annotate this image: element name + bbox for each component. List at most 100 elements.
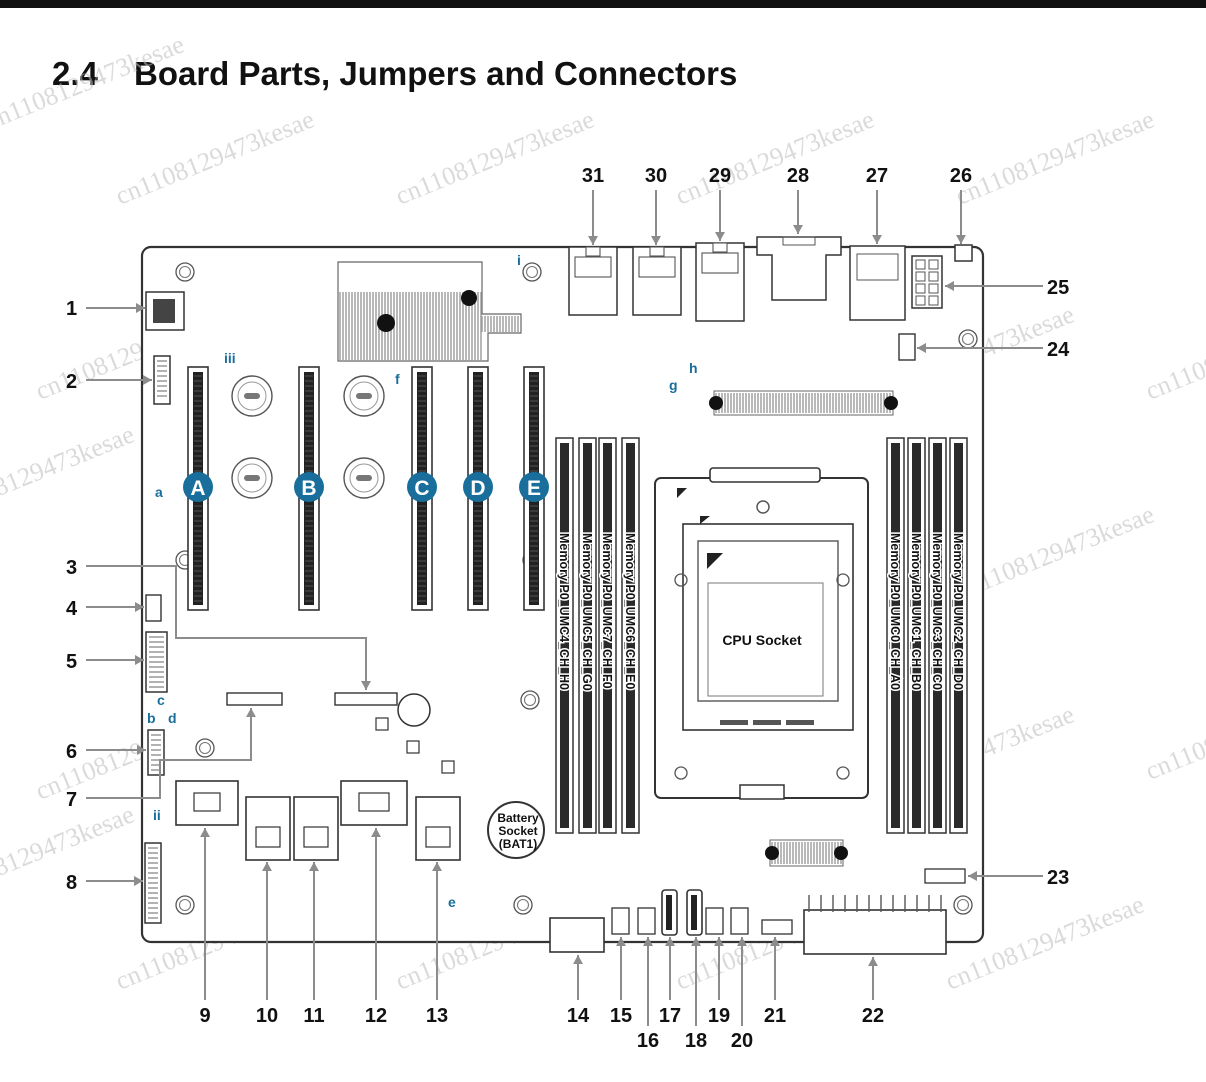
cpu-socket-label: CPU Socket (722, 632, 802, 648)
callout-leader-25-arrow (945, 281, 954, 291)
fan-header (611, 907, 630, 935)
callout-1: 1 (66, 298, 77, 320)
atx-24pin-power (803, 909, 947, 955)
jumper-label-b: b (147, 710, 156, 726)
memory-slot-right-text-1: Memory P0_UMC1_CH_B0 (909, 533, 923, 690)
power-pin (915, 283, 926, 294)
mounting-hole (522, 262, 542, 282)
m2-connector (226, 692, 283, 706)
callout-leader-23-arrow (968, 871, 977, 881)
callout-leader-10-arrow (262, 862, 272, 871)
m2-connector (334, 692, 398, 706)
callout-3: 3 (66, 557, 77, 579)
watermark-text: cn1108129473kesae (671, 105, 878, 211)
callout-leader-3 (86, 565, 367, 690)
cpu-socket-inner (697, 540, 839, 702)
memory-slot-right-1: Memory P0_UMC1_CH_B0 (909, 533, 923, 690)
rj45-port (568, 246, 618, 316)
callout-18: 18 (685, 1030, 707, 1052)
callout-28: 28 (787, 165, 809, 187)
dimm-slot-core (912, 443, 921, 828)
dimm-slot-core (603, 443, 612, 828)
slot-badge (294, 472, 324, 502)
callout-leader-31-arrow (588, 236, 598, 245)
mounting-hole (513, 895, 533, 915)
mounting-hole-inner (178, 265, 192, 279)
header-1-core (153, 299, 175, 323)
heatsink-screw (377, 314, 395, 332)
callout-30: 30 (645, 165, 667, 187)
standoff-slot (356, 393, 372, 399)
oculink-port (303, 826, 329, 848)
section-title: Board Parts, Jumpers and Connectors (134, 55, 738, 92)
rj45-clip (712, 242, 728, 253)
mounting-hole (175, 895, 195, 915)
slot-badge (407, 472, 437, 502)
callout-leader-27-arrow (872, 235, 882, 244)
slot-badge (463, 472, 493, 502)
fan-header (637, 907, 656, 935)
id-button (954, 244, 973, 262)
callout-19: 19 (708, 1005, 730, 1027)
dimm-slot-core (891, 443, 900, 828)
slimsas-connector (175, 780, 239, 826)
power-pin (928, 271, 939, 282)
callout-leader-22-arrow (868, 957, 878, 966)
memory-slot-right-2: Memory P0_UMC3_CH_C0 (930, 533, 944, 690)
watermark-text: cn1108129473kesae (1141, 680, 1206, 786)
power-pin (928, 283, 939, 294)
callout-leader-16-arrow (643, 937, 653, 946)
cpu-screw (756, 500, 770, 514)
memory-slot-right-text-0: Memory P0_UMC0_CH_A0 (888, 533, 902, 690)
fan-header (730, 907, 749, 935)
callout-leader-8-arrow (134, 876, 143, 886)
rj45-jack (638, 256, 676, 278)
oculink-connector (415, 796, 461, 861)
watermark-text: cn1108129473kesae (951, 105, 1158, 211)
callout-10: 10 (256, 1005, 278, 1027)
jumper-label-iii: iii (224, 350, 236, 366)
jumper-label-i: i (517, 252, 521, 268)
battery-label-1: Socket (498, 824, 537, 838)
mounting-hole (953, 895, 973, 915)
memory-slot-right-text-3: Memory P0_UMC2_CH_D0 (951, 533, 965, 690)
dimm-slot-core (954, 443, 963, 828)
rj45-jack (574, 256, 612, 278)
callout-2: 2 (66, 371, 77, 393)
memory-slot-left-text-2: Memory P0_UMC7_CH_F0 (600, 533, 614, 689)
battery-socket (487, 801, 545, 859)
rj45-port (695, 242, 745, 322)
dimm-slot-core (560, 443, 569, 828)
memory-slot-right-text-2: Memory P0_UMC3_CH_C0 (930, 533, 944, 690)
callout-12: 12 (365, 1005, 387, 1027)
cpu-contact-bar (786, 720, 814, 725)
callout-leader-13-arrow (432, 862, 442, 871)
callout-leader-1-arrow (136, 303, 145, 313)
callout-9: 9 (199, 1005, 210, 1027)
callout-15: 15 (610, 1005, 632, 1027)
memory-slot-right-3: Memory P0_UMC2_CH_D0 (951, 533, 965, 690)
oculink-port (425, 826, 451, 848)
watermark-text: cn1108129473kesae (0, 420, 138, 526)
jumper-label-ii: ii (153, 807, 161, 823)
slimsas-port (358, 792, 390, 812)
standoff-inner (349, 463, 379, 493)
atx-8pin-power (911, 255, 943, 309)
standoff-inner (349, 381, 379, 411)
watermark-text: cn1108129473kesae (1141, 300, 1206, 406)
dimm-slot-core (626, 443, 635, 828)
memory-slot-left-text-3: Memory P0_UMC6_CH_E0 (623, 533, 637, 689)
tactile-button (406, 740, 420, 754)
callout-26: 26 (950, 165, 972, 187)
mounting-hole-inner (516, 898, 530, 912)
header-4 (145, 594, 162, 622)
memory-slot-left-1: Memory P0_UMC5_CH_G0 (580, 533, 594, 691)
header-2 (153, 355, 171, 405)
callout-leader-3-arrow (361, 681, 371, 690)
header-14 (549, 917, 605, 953)
memory-slot-left-2: Memory P0_UMC7_CH_F0 (600, 533, 614, 689)
callout-4: 4 (66, 598, 78, 620)
callout-17: 17 (659, 1005, 681, 1027)
callout-leader-15-arrow (616, 937, 626, 946)
